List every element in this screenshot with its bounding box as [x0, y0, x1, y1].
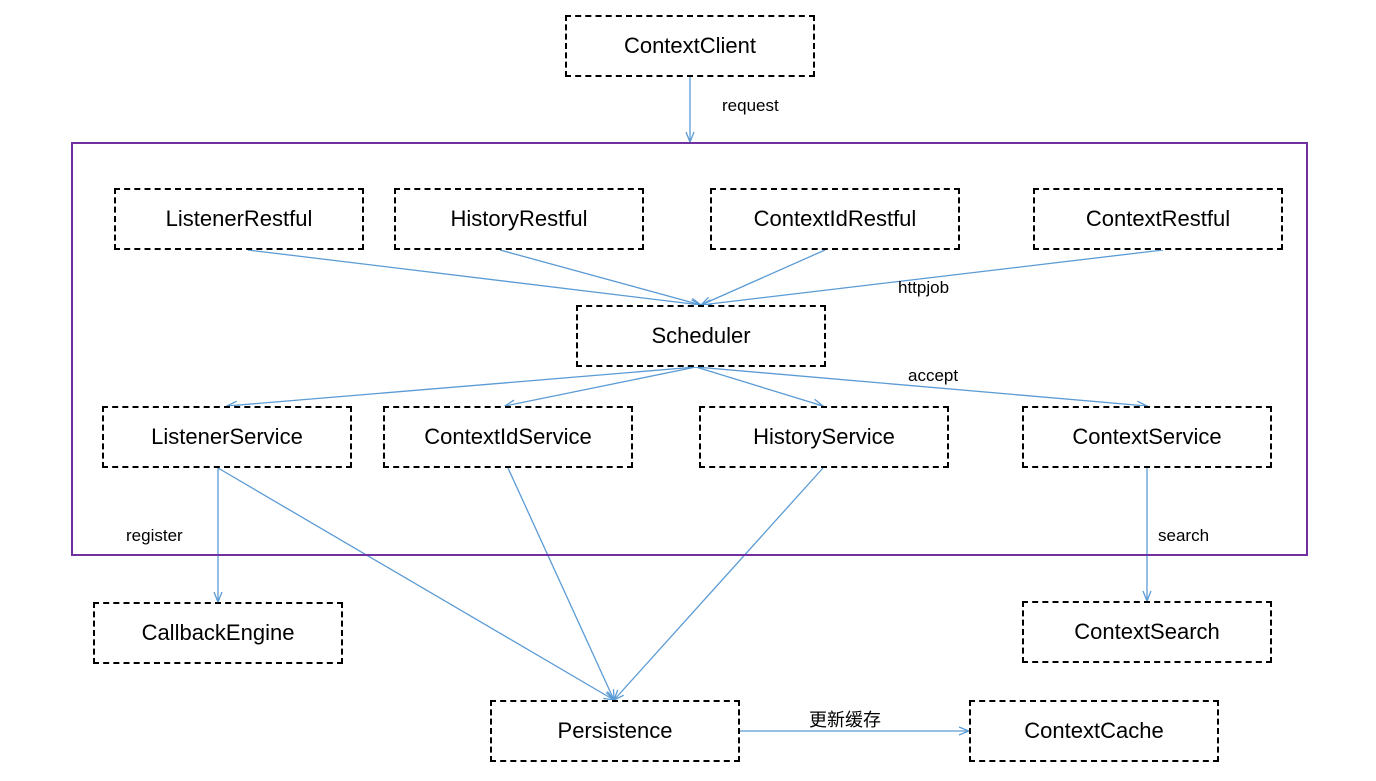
context-id-restful-node: ContextIdRestful — [710, 188, 960, 250]
service-group-frame — [71, 142, 1308, 556]
edge-scheduler-to-context-id-service — [505, 366, 697, 406]
listener-service-node: ListenerService — [102, 406, 352, 468]
edge-listener-service-to-persistence — [217, 467, 614, 700]
context-client-node: ContextClient — [565, 15, 815, 77]
scheduler-node: Scheduler — [576, 305, 826, 367]
edge-scheduler-to-history-service — [695, 366, 823, 406]
history-restful-node: HistoryRestful — [394, 188, 644, 250]
edge-label-update-cache: 更新缓存 — [809, 710, 881, 731]
edge-label-httpjob: httpjob — [898, 278, 950, 297]
edge-label-search: search — [1158, 526, 1210, 545]
history-service-node: HistoryService — [699, 406, 949, 468]
edge-context-id-restful-to-scheduler — [701, 249, 826, 305]
context-cache-node: ContextCache — [969, 700, 1219, 762]
context-service-node: ContextService — [1022, 406, 1272, 468]
persistence-node: Persistence — [490, 700, 740, 762]
edge-listener-restful-to-scheduler — [247, 249, 701, 305]
edge-scheduler-to-context-service — [695, 366, 1147, 406]
edge-history-restful-to-scheduler — [499, 249, 701, 305]
edge-label-register: register — [126, 526, 183, 545]
edge-scheduler-to-listener-service — [227, 366, 697, 406]
edge-history-service-to-persistence — [614, 467, 824, 700]
context-restful-node: ContextRestful — [1033, 188, 1283, 250]
context-id-service-node: ContextIdService — [383, 406, 633, 468]
edge-context-restful-to-scheduler — [701, 249, 1164, 305]
callback-engine-node: CallbackEngine — [93, 602, 343, 664]
edge-label-request: request — [722, 96, 779, 115]
edge-context-id-service-to-persistence — [507, 467, 614, 700]
edge-label-accept: accept — [908, 366, 959, 385]
listener-restful-node: ListenerRestful — [114, 188, 364, 250]
context-search-node: ContextSearch — [1022, 601, 1272, 663]
